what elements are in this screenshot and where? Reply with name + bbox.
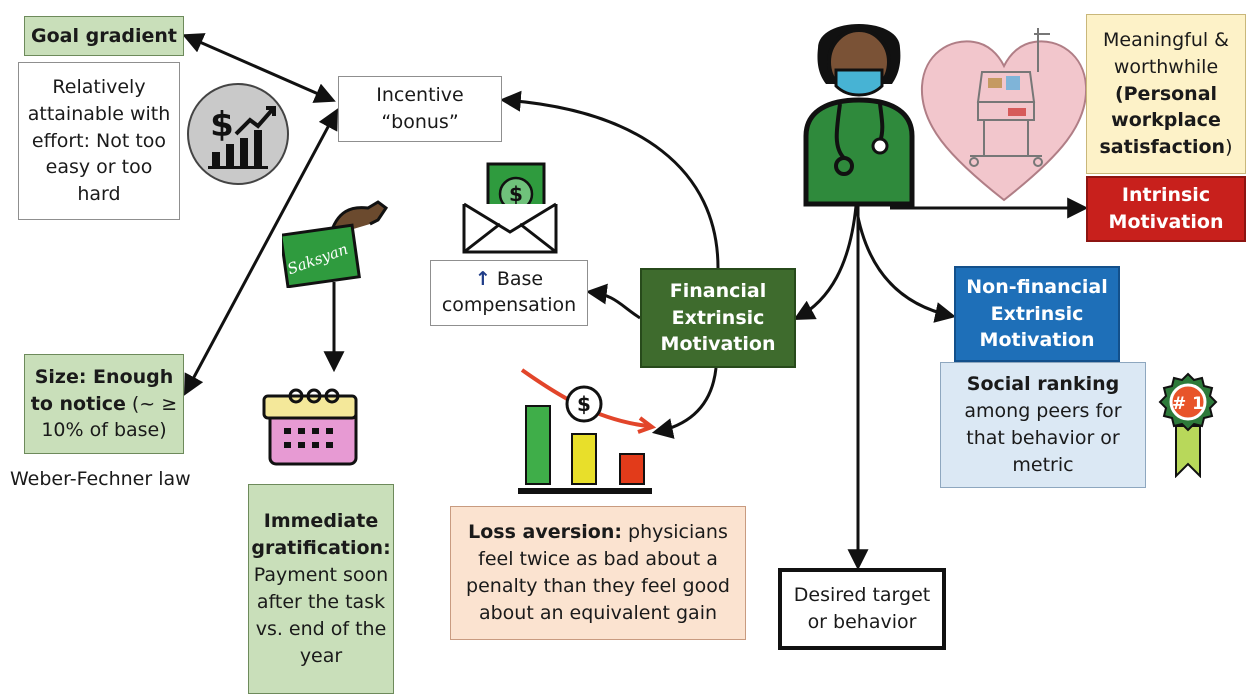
nonfinancial-extrinsic-box: Non-financial Extrinsic Motivation xyxy=(954,266,1120,362)
loss-aversion-rest: physicians feel twice as bad about a pen… xyxy=(466,521,730,624)
envelope-dollar-glyph: $ xyxy=(509,182,523,206)
goal-gradient-box: Goal gradient xyxy=(24,16,184,56)
social-ranking-bold: Social ranking xyxy=(966,373,1120,396)
loss-aversion-text: Loss aversion: physicians feel twice as … xyxy=(457,519,739,627)
envelope-money-icon: $ xyxy=(462,162,558,254)
financial-extrinsic-text: Financial Extrinsic Motivation xyxy=(660,279,776,356)
size-box: Size: Enough to notice (~ ≥ 10% of base) xyxy=(24,354,184,454)
meaningful-box: Meaningful & worthwhile (Personal workpl… xyxy=(1086,14,1246,174)
arrow-physician-financial xyxy=(793,205,858,321)
desired-target-box: Desired target or behavior xyxy=(778,568,946,650)
heart-incubator-icon xyxy=(920,28,1088,202)
declining-bars-icon: $ xyxy=(518,368,657,494)
coin-dollar-glyph: $ xyxy=(577,392,591,416)
up-arrow-icon: ↑ xyxy=(474,268,491,291)
loss-aversion-bold: Loss aversion: xyxy=(468,521,622,544)
base-compensation-text: Base compensation xyxy=(441,268,577,316)
base-compensation-box: ↑ Base compensation xyxy=(430,260,588,326)
financial-extrinsic-box: Financial Extrinsic Motivation xyxy=(640,268,796,368)
arrow-goal-incentive xyxy=(182,33,336,103)
meaningful-bold: (Personal workplace satisfaction xyxy=(1099,82,1226,159)
incentive-bonus-box: Incentive “bonus” xyxy=(338,76,502,142)
attainable-text: Relatively attainable with effort: Not t… xyxy=(27,75,171,206)
goal-gradient-title: Goal gradient xyxy=(31,24,177,47)
immediate-text: Immediate gratification: Payment soon af… xyxy=(251,508,390,670)
intrinsic-motivation-box: Intrinsic Motivation xyxy=(1086,176,1246,242)
hand-check-icon: Saksyan xyxy=(282,200,389,288)
base-compensation-content: ↑ Base compensation xyxy=(437,267,581,318)
calendar-icon xyxy=(262,388,358,466)
arrow-financial-loss xyxy=(651,367,718,439)
size-text: Size: Enough to notice (~ ≥ 10% of base) xyxy=(29,364,179,445)
physician-icon xyxy=(803,24,915,207)
immediate-gratification-box: Immediate gratification: Payment soon af… xyxy=(248,484,394,694)
meaningful-close: ) xyxy=(1225,136,1233,159)
loss-aversion-box: Loss aversion: physicians feel twice as … xyxy=(450,506,746,640)
weber-fechner-label: Weber-Fechner law xyxy=(10,468,191,490)
intrinsic-text: Intrinsic Motivation xyxy=(1108,184,1224,233)
social-ranking-box: Social ranking among peers for that beha… xyxy=(940,362,1146,488)
dollar-glyph: $ xyxy=(210,105,234,145)
attainable-box: Relatively attainable with effort: Not t… xyxy=(18,62,180,220)
immediate-bold: Immediate gratification: xyxy=(251,510,391,560)
social-ranking-rest: among peers for that behavior or metric xyxy=(964,400,1122,476)
desired-target-text: Desired target or behavior xyxy=(793,584,931,633)
size-bold: Size: Enough to notice xyxy=(30,365,174,415)
arrow-physician-nonfinancial xyxy=(854,205,957,323)
incentive-text: Incentive “bonus” xyxy=(376,84,464,133)
arrow-financial-base xyxy=(585,283,641,320)
badge-label: # 1 xyxy=(1172,394,1204,414)
size-rest: (~ ≥ 10% of base) xyxy=(41,392,178,442)
arrow-financial-incentive xyxy=(499,90,720,269)
arrow-size-incentive xyxy=(184,108,338,396)
immediate-rest: Payment soon after the task vs. end of t… xyxy=(253,564,389,667)
dollar-growth-chart-icon: $ xyxy=(187,83,289,185)
rank-badge-icon: # 1 xyxy=(1158,372,1218,478)
meaningful-plain: Meaningful & worthwhile xyxy=(1102,28,1229,78)
meaningful-text: Meaningful & worthwhile (Personal workpl… xyxy=(1093,27,1239,162)
nonfinancial-extrinsic-text: Non-financial Extrinsic Motivation xyxy=(966,275,1108,352)
social-ranking-text: Social ranking among peers for that beha… xyxy=(947,371,1139,479)
